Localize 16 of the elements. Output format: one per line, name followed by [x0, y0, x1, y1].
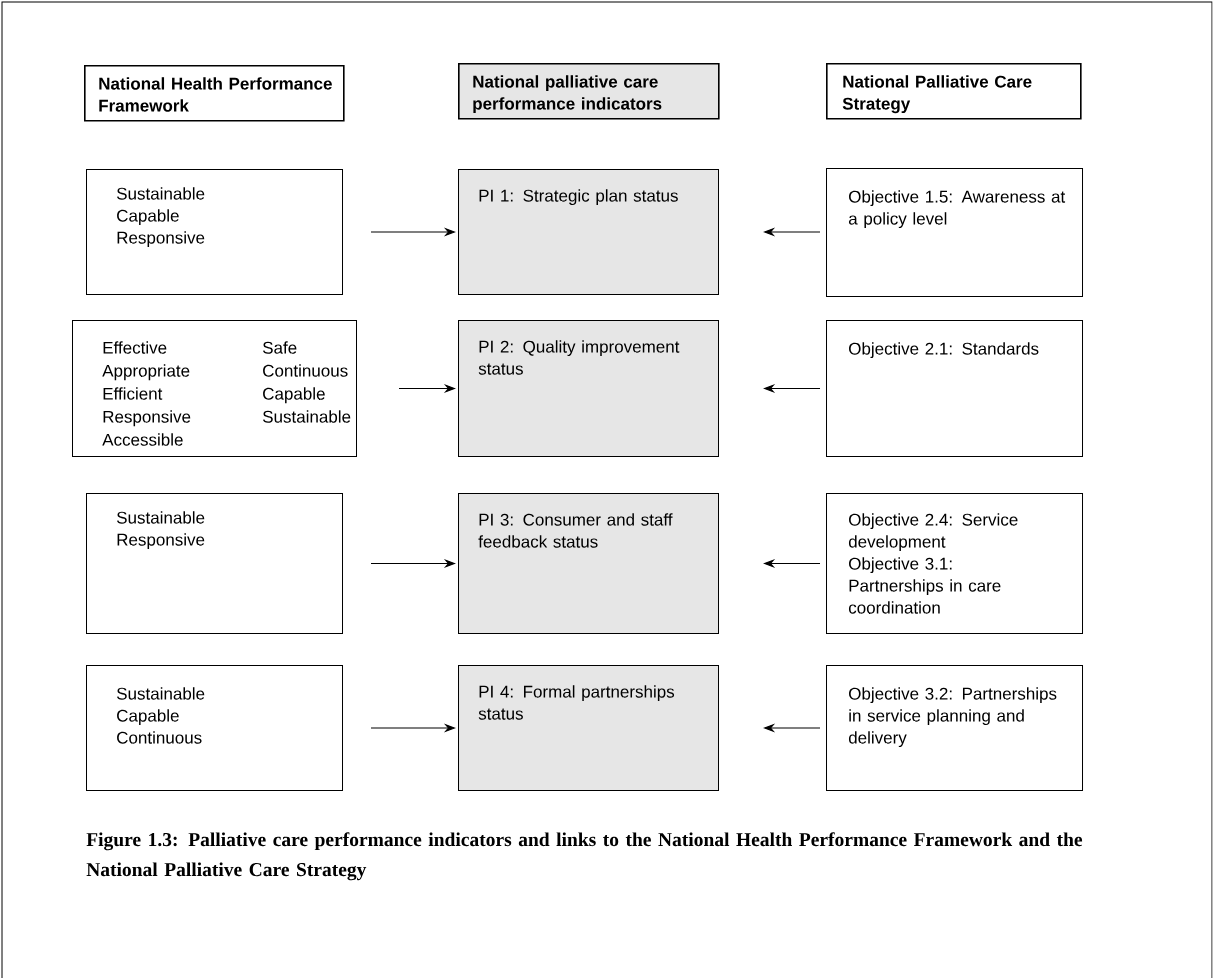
indicator-box: PI 4: Formal partnerships status: [458, 665, 719, 791]
list-box: Objective 2.4: Service development Objective 3.1: Partnerships in care coordination: [826, 493, 1083, 634]
header-box: National Palliative Care Strategy: [826, 63, 1082, 120]
list-box: Sustainable Capable Responsive: [86, 169, 343, 295]
list-box: Objective 2.1: Standards: [826, 320, 1083, 457]
indicator-box: PI 1: Strategic plan status: [458, 169, 719, 295]
caption: Figure 1.3: Palliative care performance indicators and links to the National Health Performance Framework and the National Palliative Care Strategy: [86, 832, 1083, 881]
indicator-box: PI 2: Quality improvement status: [458, 320, 719, 457]
list-box: Sustainable Capable Continuous: [86, 665, 343, 791]
indicator-box: PI 3: Consumer and staff feedback status: [458, 493, 719, 634]
header-box: National palliative care performance indicators: [458, 63, 720, 120]
list-box: Effective Safe Appropriate Continuous Efficient Capable Responsive Sustainable Accessible: [72, 320, 357, 457]
list-box: Objective 1.5: Awareness at a policy level: [826, 168, 1083, 297]
list-box: Objective 3.2: Partnerships in service planning and delivery: [826, 665, 1083, 791]
header-box: National Health Performance Framework: [84, 65, 345, 122]
list-box: Sustainable Responsive: [86, 493, 343, 634]
